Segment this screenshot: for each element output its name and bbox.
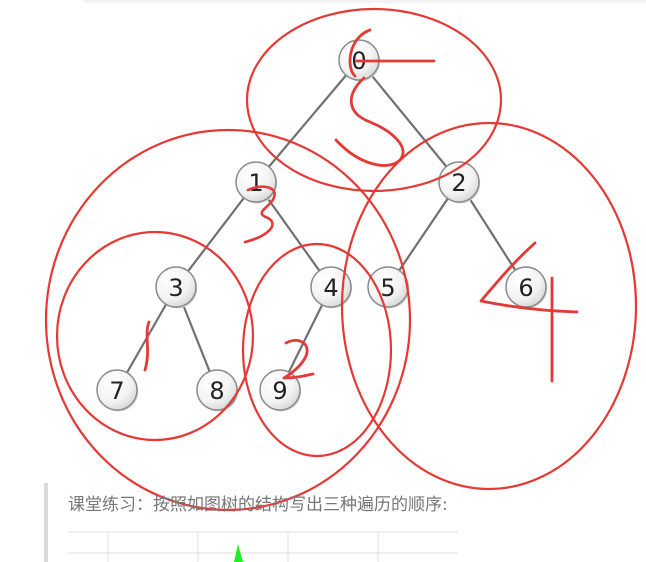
tree-edge-0-1 — [255, 59, 360, 183]
handwritten-number-5-large — [334, 28, 436, 167]
tree-node-8: 8 — [196, 369, 239, 412]
node-label: 1 — [248, 169, 263, 197]
right-subtree-circle — [340, 121, 638, 491]
left-subtree-circle — [44, 128, 412, 512]
exercise-note: 课堂练习：按照如图树的结构写出三种遍历的顺序: — [44, 483, 604, 562]
node-circle — [259, 369, 301, 411]
node-circle — [155, 266, 197, 308]
tree-node-1: 1 — [235, 161, 278, 204]
node-label: 6 — [518, 274, 533, 302]
node-circle — [96, 369, 138, 411]
node3-subtree-circle — [55, 230, 255, 442]
node-circle — [310, 266, 352, 308]
node-label: 7 — [109, 377, 124, 405]
exercise-caption: 课堂练习：按照如图树的结构写出三种遍历的顺序: — [68, 495, 448, 515]
node-label: 9 — [272, 377, 287, 405]
tree-edges — [116, 59, 527, 391]
node4-subtree-circle — [241, 242, 393, 458]
handwritten-number-1 — [143, 320, 151, 372]
tree-node-7: 7 — [96, 369, 139, 412]
node-circle — [196, 369, 238, 411]
cropped-table-grid — [68, 531, 458, 562]
node-label: 4 — [323, 274, 338, 302]
node-circle — [438, 161, 480, 203]
node-label: 3 — [168, 274, 183, 302]
handwritten-number-4 — [479, 241, 579, 383]
tree-edge-0-2 — [358, 59, 460, 183]
node-circle — [235, 161, 277, 203]
handwritten-number-2 — [282, 339, 315, 380]
tree-node-2: 2 — [438, 161, 481, 204]
top-divider — [84, 0, 646, 3]
handwritten-number-3 — [243, 185, 276, 244]
node-label: 5 — [380, 274, 395, 302]
tree-node-5: 5 — [367, 266, 410, 309]
quote-bar — [44, 483, 48, 562]
tree-node-6: 6 — [505, 266, 548, 309]
red-handwritten-annotations — [44, 7, 638, 512]
green-cursor-mark — [234, 544, 243, 562]
node-label: 2 — [451, 169, 466, 197]
tree-edge-1-3 — [175, 181, 257, 288]
node-label: 8 — [209, 377, 224, 405]
tree-node-4: 4 — [310, 266, 353, 309]
tree-node-9: 9 — [259, 369, 302, 412]
tree-node-3: 3 — [155, 266, 198, 309]
tree-edge-2-5 — [387, 181, 460, 288]
